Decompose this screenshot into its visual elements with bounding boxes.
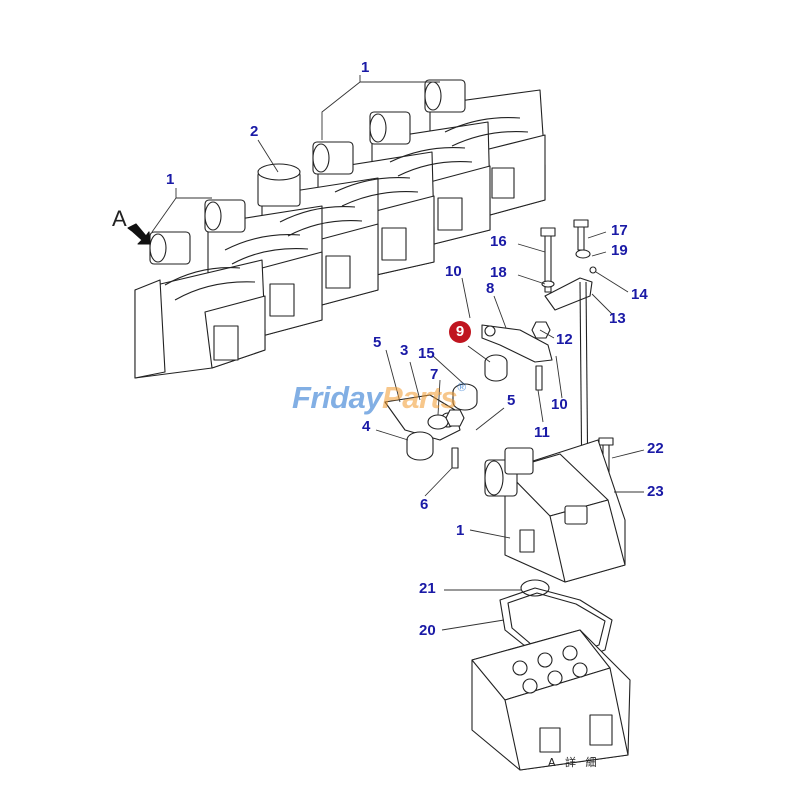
callout-15[interactable]: 15 — [418, 345, 435, 362]
callout-6[interactable]: 6 — [420, 496, 429, 513]
watermark-part2: Parts — [382, 380, 458, 415]
callout-2[interactable]: 2 — [250, 123, 259, 140]
cylinder-head-block — [471, 629, 631, 771]
callout-20[interactable]: 20 — [419, 622, 436, 639]
callout-12[interactable]: 12 — [556, 331, 573, 348]
callout-13[interactable]: 13 — [609, 310, 626, 327]
leader-lines — [151, 75, 645, 631]
callout-5-right[interactable]: 5 — [507, 392, 516, 409]
callout-7[interactable]: 7 — [430, 366, 439, 383]
gasket-20 — [499, 587, 613, 663]
view-caption: A 詳 細 — [548, 756, 600, 769]
watermark-part3: ® — [457, 380, 466, 394]
callout-10-top[interactable]: 10 — [445, 263, 462, 280]
callout-3[interactable]: 3 — [400, 342, 409, 359]
view-letter: A — [112, 206, 127, 231]
callout-1-top[interactable]: 1 — [361, 59, 370, 76]
callout-14[interactable]: 14 — [631, 286, 648, 303]
callout-21[interactable]: 21 — [419, 580, 436, 597]
cylinder-head-row — [134, 89, 546, 379]
callout-1-left[interactable]: 1 — [166, 171, 175, 188]
rocker-housing-row — [149, 79, 466, 265]
callout-8[interactable]: 8 — [486, 280, 495, 297]
callout-22[interactable]: 22 — [647, 440, 664, 457]
callout-16[interactable]: 16 — [490, 233, 507, 250]
o-ring-21 — [520, 579, 550, 597]
callout-19[interactable]: 19 — [611, 242, 628, 259]
callout-10-right[interactable]: 10 — [551, 396, 568, 413]
view-arrow-icon — [127, 223, 151, 245]
callout-11[interactable]: 11 — [534, 424, 550, 441]
callout-1-detail[interactable]: 1 — [456, 522, 465, 539]
detail-housing — [484, 439, 626, 583]
callout-18[interactable]: 18 — [490, 264, 507, 281]
callout-17[interactable]: 17 — [611, 222, 628, 239]
callout-23[interactable]: 23 — [647, 483, 664, 500]
watermark-part1: Friday — [292, 380, 383, 415]
callout-5-left[interactable]: 5 — [373, 334, 382, 351]
callout-9-selected[interactable]: 9 — [449, 321, 471, 343]
rocker-details — [164, 117, 529, 301]
callout-4[interactable]: 4 — [362, 418, 371, 435]
sleeve-2 — [257, 163, 301, 207]
watermark-logo: FridayParts® — [292, 380, 466, 416]
